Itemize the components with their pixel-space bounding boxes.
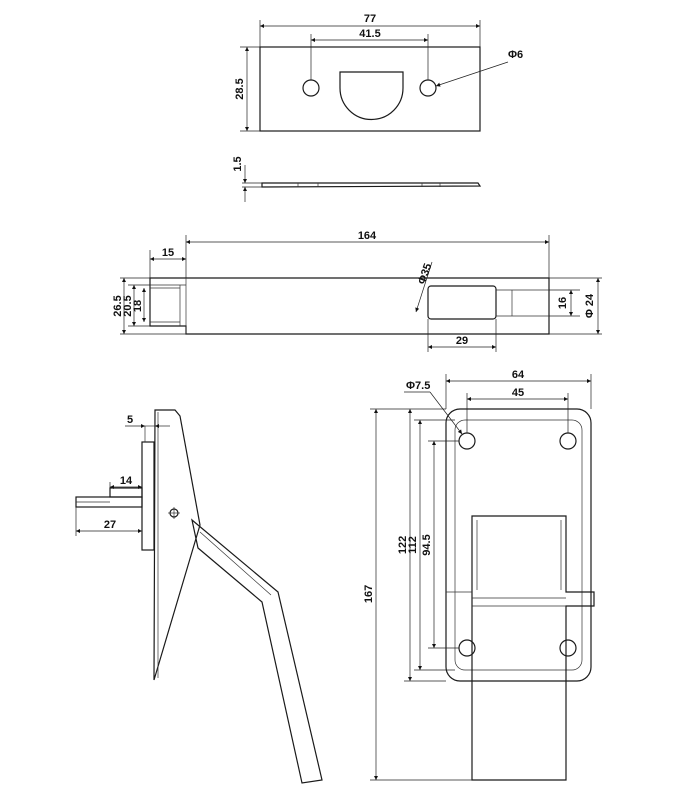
front-hole-tr (559, 432, 577, 450)
dim-side-shaft: 14 (109, 475, 142, 490)
plate-side-outline (261, 182, 482, 188)
dim-keeper-slot-width-label: 29 (456, 335, 468, 347)
dim-side-reach: 27 (75, 507, 143, 550)
top-plate-view: 77 41.5 28.5 Φ6 (234, 13, 523, 132)
plate-center-cutout (339, 71, 404, 121)
plate-side-view: 1.5 (232, 156, 482, 202)
dim-plate-hole-spacing: 41.5 (310, 28, 429, 80)
dim-keeper-right-diameter-label: Φ 24 (584, 293, 596, 318)
dim-keeper-slot-width: 29 (427, 319, 497, 352)
dim-front-hole-spacing-x-label: 45 (512, 387, 524, 399)
front-base-inner (454, 419, 583, 671)
dim-plate-height: 28.5 (234, 46, 260, 132)
dim-keeper-end-width: 15 (149, 247, 186, 278)
dim-plate-height-label: 28.5 (234, 78, 246, 99)
front-base-plate (445, 408, 592, 682)
keeper-view: 164 15 26.5 20.5 18 Φ35 (112, 230, 602, 352)
latch-side-view: 5 14 27 (75, 409, 323, 784)
dim-front-outer-width: 64 (445, 369, 592, 409)
dim-front-base-height-label: 122 (397, 536, 409, 554)
dim-front-mid-height-label: 112 (407, 536, 419, 554)
plate-hole-left (302, 79, 320, 97)
dim-side-offset: 5 (125, 414, 170, 429)
front-latch-body (471, 515, 595, 781)
dim-keeper-length-label: 164 (358, 230, 377, 242)
dim-keeper-height-inner-label: 18 (132, 300, 144, 312)
dim-side-reach-label: 27 (104, 519, 116, 531)
dim-plate-hole-diameter: Φ6 (435, 49, 523, 87)
dim-front-hole-diameter: Φ7.5 (404, 380, 463, 435)
latch-shaft-step (109, 487, 143, 498)
dim-front-hole-spacing-x: 45 (466, 387, 569, 433)
dim-plate-width: 77 (259, 13, 481, 47)
keeper-slot (427, 285, 497, 320)
dim-plate-thickness: 1.5 (232, 156, 262, 202)
front-hole-tl (458, 432, 476, 450)
dim-side-offset-label: 5 (127, 414, 133, 426)
plate-hole-right (419, 79, 437, 97)
dim-keeper-heights: 26.5 20.5 18 (112, 277, 186, 335)
dim-side-shaft-label: 14 (120, 475, 133, 487)
latch-arm-profile (191, 518, 323, 784)
dim-plate-hole-spacing-label: 41.5 (359, 28, 380, 40)
dim-front-outer-width-label: 64 (512, 369, 525, 381)
dim-keeper-end-width-label: 15 (162, 247, 174, 259)
latch-back-plate (141, 441, 155, 551)
dim-front-base-height: 122 (397, 409, 446, 682)
latch-body-profile (153, 409, 201, 681)
dim-front-mid-height: 112 (407, 419, 455, 671)
dim-keeper-right: 16 Φ 24 (549, 277, 602, 335)
dim-keeper-length: 164 (185, 230, 550, 278)
latch-front-view: Φ7.5 64 45 167 122 (363, 369, 595, 781)
front-hole-br (559, 639, 577, 657)
dim-front-hole-diameter-label: Φ7.5 (406, 380, 430, 392)
top-plate-outline (259, 46, 481, 132)
dim-front-hole-spacing-y-label: 94.5 (421, 534, 433, 555)
dim-keeper-height-mid-label: 20.5 (122, 295, 134, 316)
dim-plate-width-label: 77 (364, 13, 376, 25)
dim-keeper-right-height-label: 16 (557, 297, 569, 309)
dim-plate-thickness-label: 1.5 (232, 156, 244, 171)
dim-keeper-hole: Φ35 (415, 261, 435, 313)
dim-plate-hole-diameter-label: Φ6 (508, 49, 523, 61)
dim-keeper-hole-label: Φ35 (416, 262, 435, 286)
dim-front-total-height: 167 (363, 408, 472, 781)
dim-keeper-height-outer-label: 26.5 (112, 295, 124, 316)
dim-front-total-height-label: 167 (363, 585, 375, 603)
dim-front-hole-spacing-y: 94.5 (421, 440, 459, 649)
